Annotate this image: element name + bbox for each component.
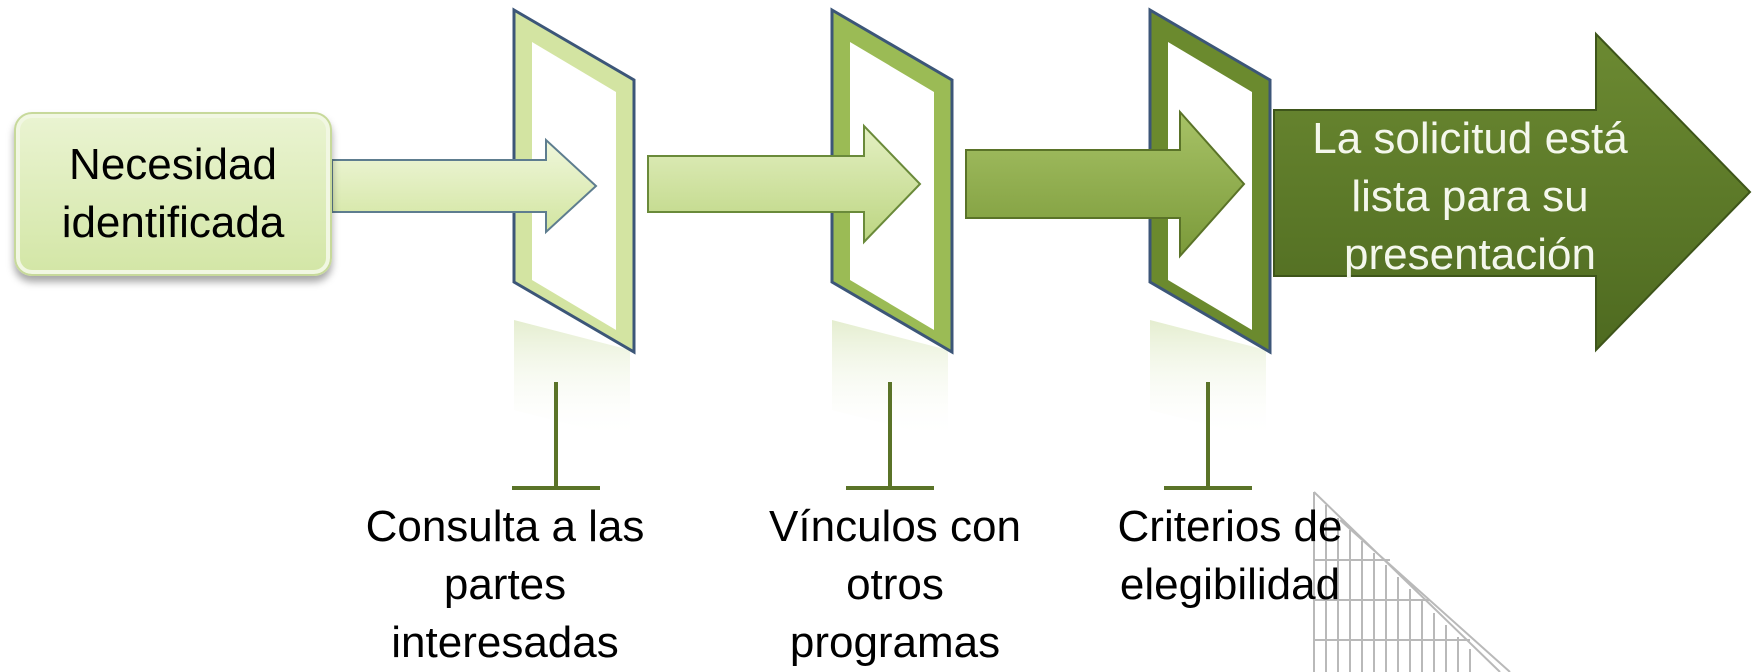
final-label: La solicitud está lista para su presenta… — [1250, 110, 1690, 284]
start-label-line1: Necesidad — [69, 140, 277, 189]
gate-2-label-line1: Vínculos con — [769, 502, 1021, 551]
arrow-2 — [647, 123, 922, 245]
arrow-3 — [965, 109, 1246, 259]
gate-3-label: Criterios de elegibilidad — [1070, 498, 1390, 614]
arrow-1 — [331, 137, 598, 235]
grid-decoration — [1313, 491, 1511, 672]
final-label-line2: lista para su — [1351, 172, 1589, 221]
gate-2-label-line2: otros — [846, 560, 944, 609]
gate-1-label: Consulta a las partes interesadas — [330, 498, 680, 672]
final-arrow — [1273, 31, 1752, 353]
gate-reflections — [514, 320, 1266, 440]
start-box: Necesidad identificada — [14, 112, 332, 276]
gate-3-label-line1: Criterios de — [1117, 502, 1343, 551]
final-label-line3: presentación — [1344, 230, 1596, 279]
gate-3-label-line2: elegibilidad — [1119, 560, 1341, 609]
final-label-line1: La solicitud está — [1312, 114, 1628, 163]
gate-1-label-line1: Consulta a las — [365, 502, 645, 551]
gate-2-label-line3: programas — [789, 618, 1001, 667]
blocker-markers — [512, 382, 1252, 490]
gate-1-label-line2: partes — [443, 560, 567, 609]
start-label-line2: identificada — [61, 198, 285, 247]
gate-1-label-line3: interesadas — [391, 618, 619, 667]
gate-2-label: Vínculos con otros programas — [730, 498, 1060, 672]
